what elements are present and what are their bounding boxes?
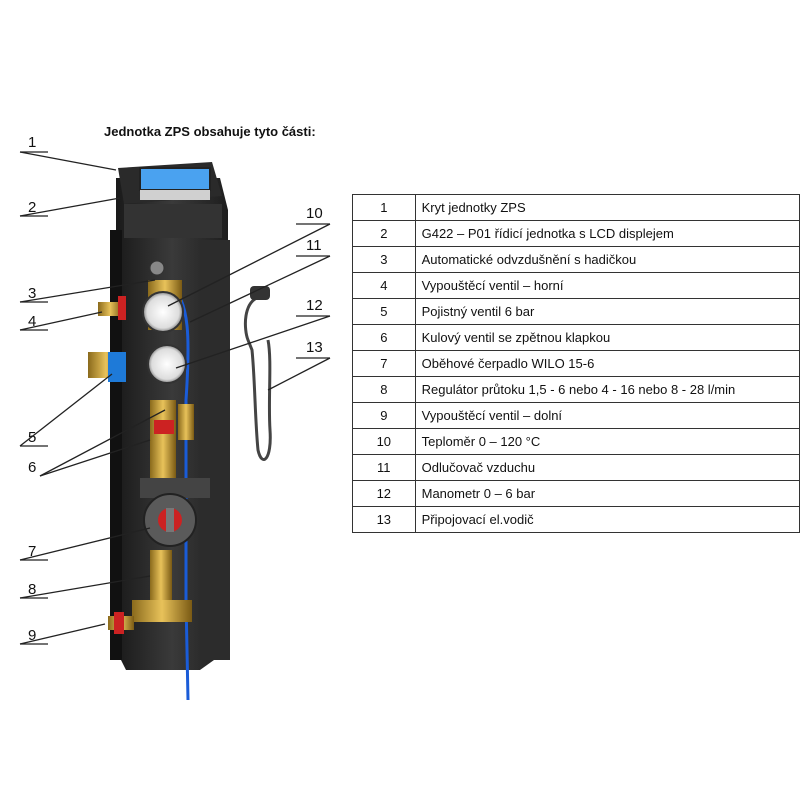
- gauge-assembly: [88, 344, 187, 384]
- part-number: 1: [352, 194, 416, 221]
- callout-10: 10: [306, 205, 323, 222]
- part-number: 7: [352, 350, 416, 377]
- part-number: 5: [352, 298, 416, 325]
- callout-8: 8: [28, 581, 36, 598]
- part-label: Teploměr 0 – 120 °C: [414, 428, 800, 455]
- part-label: Kryt jednotky ZPS: [414, 194, 800, 221]
- part-label: Odlučovač vzduchu: [414, 454, 800, 481]
- part-label: Kulový ventil se zpětnou klapkou: [414, 324, 800, 351]
- part-label: Vypouštěcí ventil – dolní: [414, 402, 800, 429]
- diagram-title: Jednotka ZPS obsahuje tyto části:: [104, 124, 316, 139]
- callout-5: 5: [28, 429, 36, 446]
- part-number: 9: [352, 402, 416, 429]
- pump-unit-diagram: 1 2 3 4 5 6 7 8 9 10 11 12 13: [19, 134, 331, 701]
- flow-regulator: [108, 550, 192, 634]
- callout-4: 4: [28, 313, 36, 330]
- part-label: Vypouštěcí ventil – horní: [414, 272, 800, 299]
- part-number: 12: [352, 480, 416, 507]
- part-label: G422 – P01 řídicí jednotka s LCD displej…: [414, 220, 800, 247]
- callout-9: 9: [28, 627, 36, 644]
- callout-11: 11: [306, 237, 322, 254]
- callout-13: 13: [306, 339, 323, 356]
- callout-7: 7: [28, 543, 36, 560]
- callout-12: 12: [306, 297, 323, 314]
- callout-1: 1: [28, 134, 36, 151]
- ball-valve: [150, 400, 194, 480]
- callout-6: 6: [28, 459, 36, 476]
- part-label: Regulátor průtoku 1,5 - 6 nebo 4 - 16 ne…: [414, 376, 800, 403]
- part-label: Automatické odvzdušnění s hadičkou: [414, 246, 800, 273]
- part-label: Připojovací el.vodič: [414, 506, 800, 533]
- callout-2: 2: [28, 199, 36, 216]
- upper-valve-assembly: [98, 260, 184, 333]
- part-number: 4: [352, 272, 416, 299]
- controller-housing: [118, 162, 222, 238]
- part-number: 6: [352, 324, 416, 351]
- part-number: 8: [352, 376, 416, 403]
- part-number: 13: [352, 506, 416, 533]
- part-number: 3: [352, 246, 416, 273]
- callout-leaders: [19, 151, 331, 645]
- part-label: Manometr 0 – 6 bar: [414, 480, 800, 507]
- part-number: 2: [352, 220, 416, 247]
- part-number: 11: [352, 454, 416, 481]
- circulation-pump: [140, 478, 210, 547]
- part-label: Oběhové čerpadlo WILO 15-6: [414, 350, 800, 377]
- power-cable: [243, 286, 272, 461]
- callout-3: 3: [28, 285, 36, 302]
- part-label: Pojistný ventil 6 bar: [414, 298, 800, 325]
- part-number: 10: [352, 428, 416, 455]
